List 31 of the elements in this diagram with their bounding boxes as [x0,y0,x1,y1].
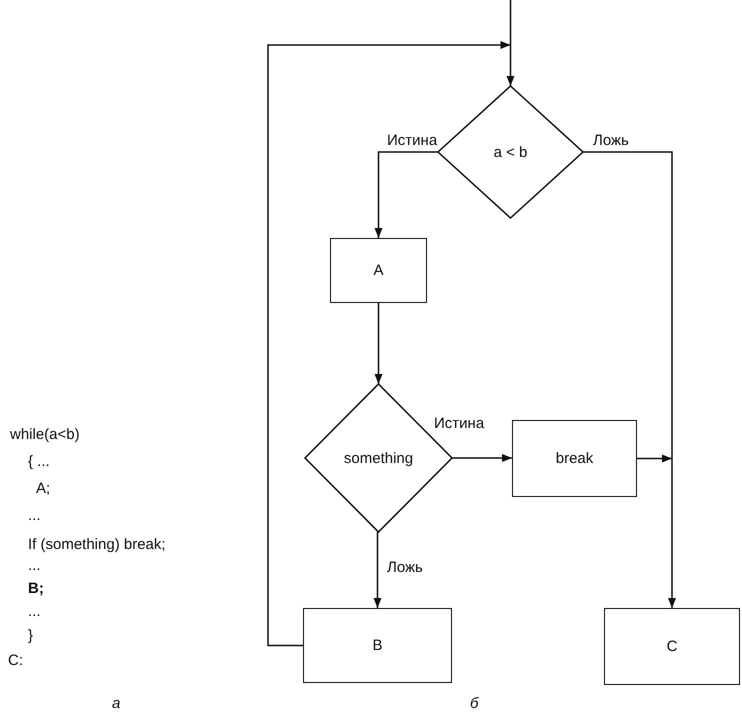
arrow [374,532,382,608]
arrow [452,454,512,462]
process-box [512,420,637,497]
decision-diamond [438,86,583,218]
code-line: B; [28,580,44,597]
process-box [604,608,740,685]
code-line: ... [28,603,41,620]
arrow [374,151,438,238]
arrow [267,41,510,646]
arrow [506,45,514,86]
node-label: something [344,450,414,466]
code-line: { ... [28,453,50,470]
process-box [330,238,427,303]
code-line: } [28,627,34,644]
arrow [668,458,676,608]
node-label: A [373,262,384,279]
code-line: A; [36,480,50,497]
code-line: C: [8,652,23,669]
code-line: ... [28,507,41,524]
arrow [374,303,382,384]
process-box [303,608,452,683]
arrow [637,454,672,462]
code-line: ... [28,557,41,574]
node-label: C [666,638,678,655]
node-label: a < b [494,144,528,160]
node-label: break [556,450,594,467]
node-label: B [372,637,382,654]
code-line: while(a<b) [10,426,80,443]
panel-letter: а [112,695,120,712]
code-line: If (something) break; [28,536,166,553]
panel-letter: б [470,695,478,712]
